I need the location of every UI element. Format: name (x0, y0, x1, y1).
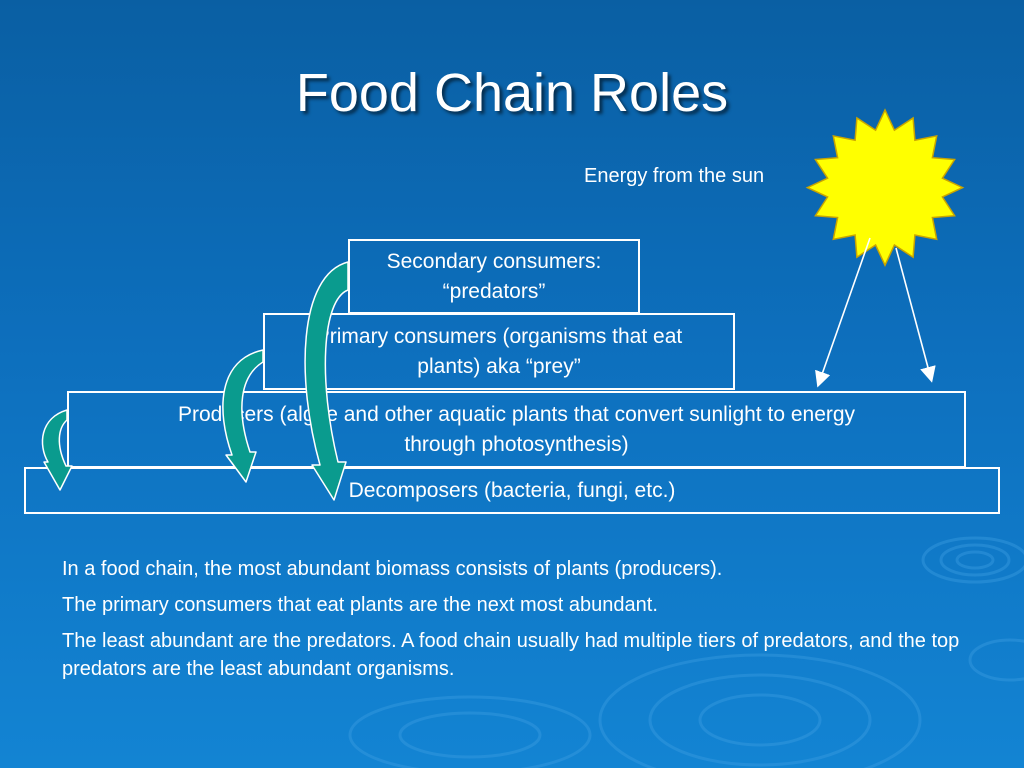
tier-secondary-line1: Secondary consumers: (386, 249, 602, 273)
body-paragraph-1: In a food chain, the most abundant bioma… (62, 558, 723, 580)
tier-secondary-line2: “predators” (442, 279, 546, 303)
tier-secondary-consumers: Secondary consumers: “predators” (348, 239, 640, 314)
tier-primary-consumers: Primary consumers (organisms that eat pl… (263, 313, 735, 390)
body-text: In a food chain, the most abundant bioma… (62, 555, 982, 691)
tier-decomposers-label: Decomposers (bacteria, fungi, etc.) (348, 478, 676, 502)
tier-producers: Producers (algae and other aquatic plant… (67, 391, 966, 468)
tier-decomposers: Decomposers (bacteria, fungi, etc.) (24, 467, 1000, 514)
tier-primary-line2: plants) aka “prey” (417, 354, 581, 378)
body-paragraph-2: The primary consumers that eat plants ar… (62, 594, 658, 616)
slide-title: Food Chain Roles (295, 63, 729, 123)
body-paragraph-3: The least abundant are the predators. A … (62, 630, 960, 680)
tier-producers-line1: Producers (algae and other aquatic plant… (177, 402, 856, 426)
tier-producers-line2: through photosynthesis) (404, 432, 629, 456)
sun-energy-label: Energy from the sun (584, 165, 765, 187)
tier-primary-line1: Primary consumers (organisms that eat (315, 324, 683, 348)
